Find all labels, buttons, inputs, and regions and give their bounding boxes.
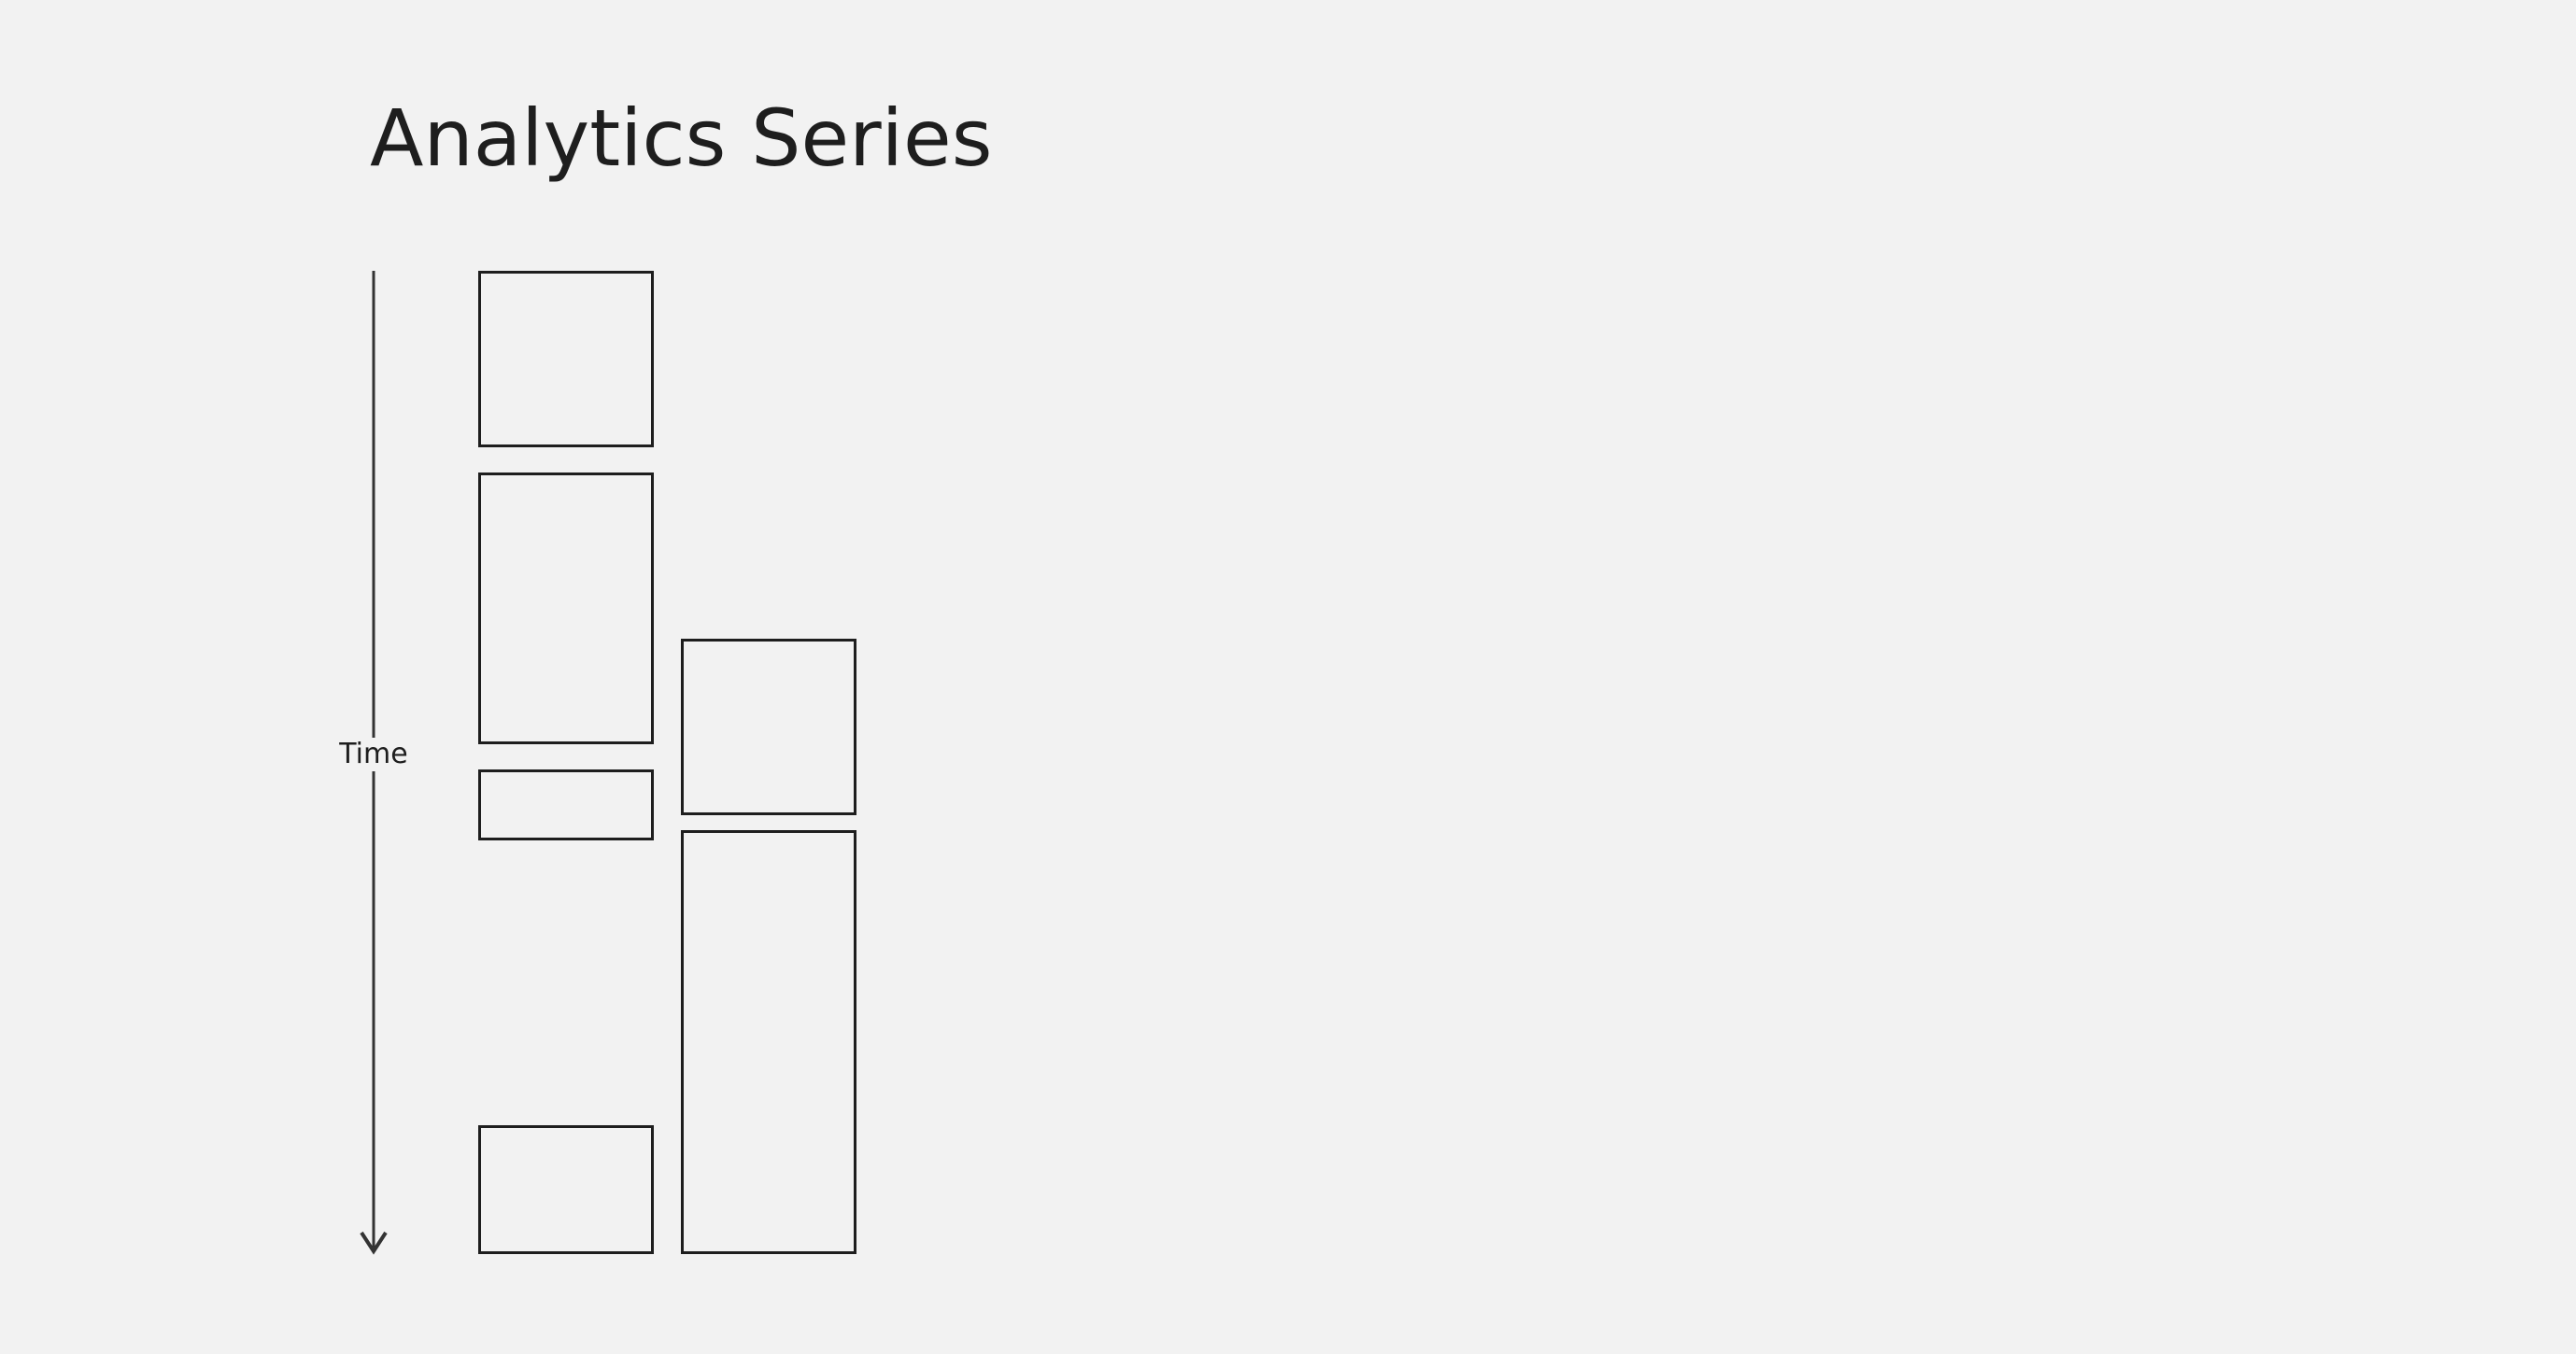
timeline-block[interactable] (478, 769, 654, 840)
timeline-block[interactable] (681, 639, 856, 815)
timeline-block[interactable] (478, 1125, 654, 1254)
time-axis-label: Time (318, 738, 430, 771)
time-axis-arrowhead (360, 1231, 388, 1255)
timeline-block[interactable] (478, 472, 654, 744)
timeline-block[interactable] (478, 271, 654, 447)
timeline-block[interactable] (681, 830, 856, 1254)
page-title: Analytics Series (370, 92, 993, 184)
